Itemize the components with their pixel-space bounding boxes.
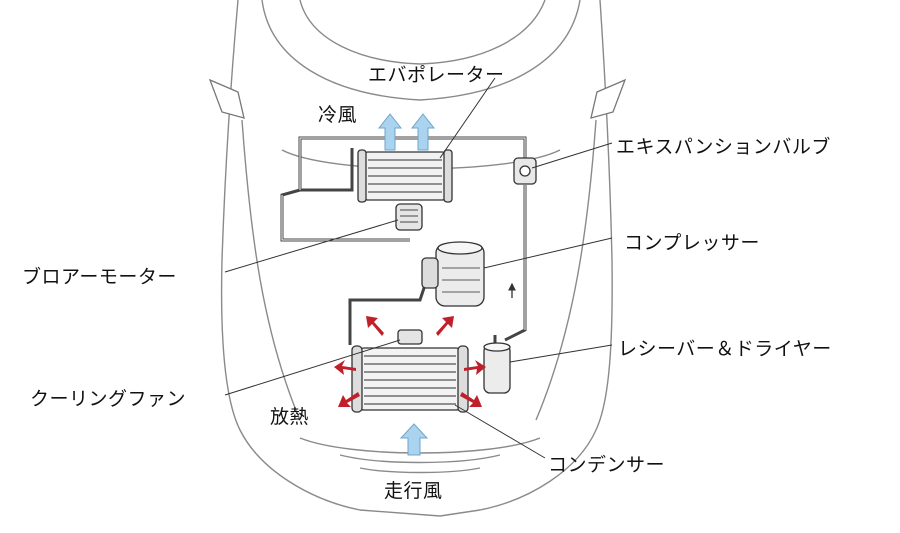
label-condenser: コンデンサー: [548, 450, 665, 477]
label-running-wind: 走行風: [384, 476, 443, 503]
label-evaporator: エバポレーター: [368, 60, 505, 87]
cold-air-arrow-2: [412, 114, 434, 150]
windshield-inner: [300, 0, 545, 64]
label-compressor: コンプレッサー: [624, 228, 760, 255]
running-wind-arrow: [401, 424, 427, 455]
leader-evaporator: [440, 78, 495, 158]
heat-arrow-top-right: [436, 316, 454, 336]
compressor: [422, 242, 484, 306]
blower-motor: [396, 204, 422, 230]
hood-line-left: [242, 120, 300, 420]
front-grille: [340, 455, 500, 463]
cold-air-arrows: [379, 114, 434, 150]
left-mirror: [210, 80, 244, 118]
label-expansion-valve: エキスパンションバルブ: [616, 132, 831, 159]
hood-line-right: [536, 120, 596, 420]
leader-condenser: [455, 405, 545, 458]
heat-arrow-top-left: [366, 316, 384, 336]
leader-compressor: [484, 238, 612, 268]
condenser: [352, 346, 468, 412]
label-blower-motor: ブロアーモーター: [22, 262, 177, 289]
cooling-fan: [398, 330, 422, 344]
label-heat-release: 放熱: [270, 402, 309, 429]
grille-detail: [360, 468, 480, 473]
receiver-dryer: [484, 343, 510, 393]
evaporator: [358, 150, 452, 202]
label-cold-air: 冷風: [318, 100, 357, 127]
cold-air-arrow-1: [379, 114, 401, 150]
leader-blower-motor: [225, 220, 398, 272]
right-mirror: [591, 80, 625, 118]
pipe-evap-return: [300, 148, 352, 190]
label-cooling-fan: クーリングファン: [30, 384, 186, 411]
label-receiver-dryer: レシーバー＆ドライヤー: [618, 334, 832, 361]
expansion-valve: [514, 158, 536, 184]
